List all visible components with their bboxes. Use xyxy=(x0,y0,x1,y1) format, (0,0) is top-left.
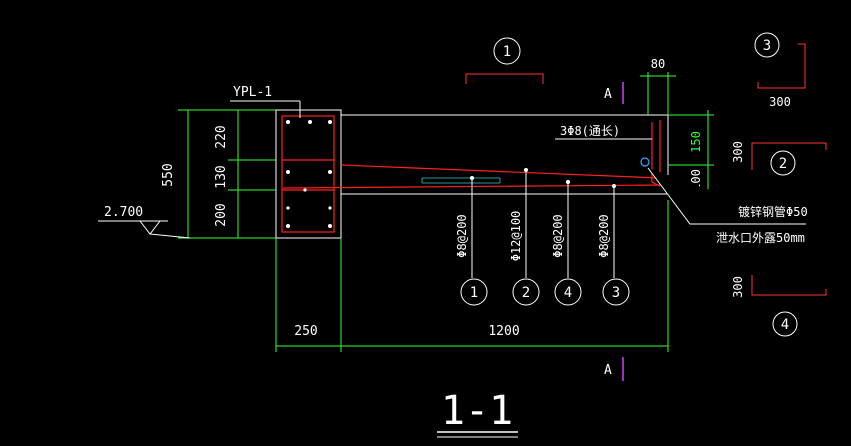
end-hook-bar xyxy=(651,122,661,187)
slab-hatch xyxy=(421,177,501,184)
callout-spec-4: Φ8@200 xyxy=(551,214,565,257)
beam-bar-dots xyxy=(286,120,332,228)
section-mark-bottom: A xyxy=(604,363,612,378)
callout-specs: Φ8@200 Φ12@100 Φ8@200 Φ8@200 xyxy=(455,211,611,262)
callout-spec-2: Φ12@100 xyxy=(509,211,523,262)
detail-circle-2 xyxy=(770,150,796,176)
callout-num-1: 1 xyxy=(470,285,478,301)
beam-stirrup xyxy=(281,115,335,233)
callout-spec-3: Φ8@200 xyxy=(597,214,611,257)
callout-num-3: 3 xyxy=(612,285,620,301)
detail-circle-3 xyxy=(754,32,780,58)
detail-dim-4: 300 xyxy=(731,276,745,298)
dim-middle: 130 xyxy=(214,165,229,188)
detail-num-2: 2 xyxy=(779,156,787,172)
pipe-note: 镀锌钢管Φ50 xyxy=(738,204,808,219)
callout-leaders xyxy=(471,170,615,278)
dim-lower: 200 xyxy=(214,203,229,226)
detail-bar-3 xyxy=(757,43,806,89)
detail-circle-4 xyxy=(772,311,798,337)
beam-label-leader xyxy=(230,100,301,118)
left-dimensions xyxy=(178,109,276,239)
detail-num-3: 3 xyxy=(763,38,771,54)
callout-num-4: 4 xyxy=(564,285,572,301)
drain-pipe xyxy=(640,157,650,167)
callout-spec-1: Φ8@200 xyxy=(455,214,469,257)
detail-bar-1 xyxy=(465,73,544,84)
detail-bar-4 xyxy=(751,275,827,296)
bottom-dimensions xyxy=(275,200,669,352)
dim-upper: 220 xyxy=(214,125,229,148)
callout-num-2: 2 xyxy=(522,285,530,301)
beam-section-rect xyxy=(275,109,342,239)
detail-dim-3: 300 xyxy=(769,95,791,109)
dim-80: 80 xyxy=(651,57,665,71)
callout-dots xyxy=(470,168,616,188)
detail-circle-1 xyxy=(493,37,521,65)
section-title: 1-1 xyxy=(441,388,513,434)
detail-num-4: 4 xyxy=(781,317,789,333)
top-bar-note: 3Φ8(通长) xyxy=(560,124,620,138)
dim-total-height: 550 xyxy=(161,163,176,186)
beam-label: YPL-1 xyxy=(233,85,272,100)
callout-circles xyxy=(460,278,630,306)
drain-note: 泄水口外露50mm xyxy=(716,231,805,245)
top-right-dimension xyxy=(640,72,676,115)
pipe-leader xyxy=(647,167,806,225)
dim-150: 150 xyxy=(689,131,703,153)
elevation-mark xyxy=(98,220,191,239)
detail-bar-2 xyxy=(751,142,827,170)
section-mark-top: A xyxy=(604,87,612,102)
dim-beam-width: 250 xyxy=(294,324,317,339)
detail-num-1: 1 xyxy=(503,44,511,60)
elevation-label: 2.700 xyxy=(104,205,143,220)
slab-top-bar xyxy=(340,164,661,179)
dim-slab-length: 1200 xyxy=(488,324,519,339)
detail-dim-2: 300 xyxy=(731,141,745,163)
